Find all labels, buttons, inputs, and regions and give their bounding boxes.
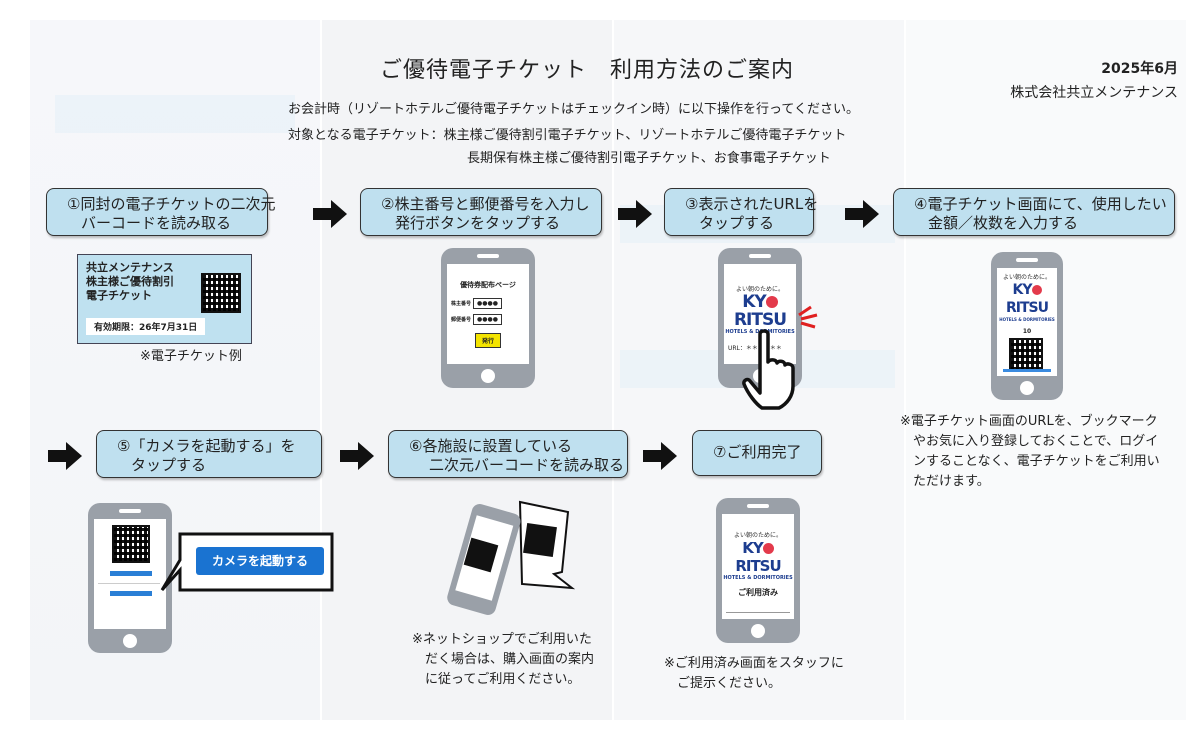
qr-code-icon — [201, 273, 241, 313]
ticket-expiry: 有効期限：26年7月31日 — [86, 318, 206, 335]
ticket-issuer: 共立メンテナンス — [86, 261, 174, 274]
url-link[interactable]: URL：＊＊＊＊＊＊ — [728, 345, 782, 352]
step-2-line-1: ②株主番号と郵便番号を入力し — [381, 195, 590, 213]
brand-sub: HOTELS & DORMITORIES — [999, 317, 1055, 322]
show-staff-note: ※ご利用済み画面をスタッフに ご提示ください。 — [664, 656, 844, 691]
brand-tagline: よい朝のために。 — [735, 286, 784, 293]
phone-camera-page — [88, 503, 172, 653]
issue-page-title: 優待券配布ページ — [460, 281, 516, 289]
step-6-line-1: ⑥各施設に設置している — [409, 437, 572, 455]
ticket-type: 株主様ご優待割引 — [86, 275, 174, 288]
step-3: ③表示されたURLを タップする — [664, 188, 819, 236]
step-4-line-1: ④電子チケット画面にて、使用したい — [914, 195, 1167, 213]
phone-ticket-page: よい朝のために。 KYRITSU HOTELS & DORMITORIES 10 — [991, 252, 1063, 400]
page-title: ご優待電子チケット 利用方法のご案内 — [380, 58, 795, 83]
brand-tagline: よい朝のために。 — [733, 532, 782, 539]
step-1-line-2: バーコードを読み取る — [81, 214, 232, 232]
step-7-line-1: ⑦ご利用完了 — [713, 443, 802, 461]
online-shop-note: ※ネットショップでご利用いた だく場合は、購入画面の案内 に従ってご利用ください… — [412, 632, 595, 687]
background-panel-1 — [30, 20, 320, 720]
step-4: ④電子チケット画面にて、使用したい 金額／枚数を入力する — [893, 188, 1175, 236]
amount-input[interactable]: 10 — [1022, 328, 1032, 335]
arrow-right-icon — [618, 200, 652, 228]
step-6: ⑥各施設に設置している 二次元バーコードを読み取る — [388, 430, 628, 478]
step-3-line-1: ③表示されたURLを — [685, 195, 819, 213]
instruction-text: お会計時（リゾートホテルご優待電子チケットはチェックイン時）に以下操作を行ってく… — [288, 102, 859, 117]
arrow-right-icon — [48, 442, 82, 470]
arrow-right-icon — [313, 200, 347, 228]
tap-burst-icon — [798, 305, 818, 329]
ticket-example: 共立メンテナンス 株主様ご優待割引 電子チケット 有効期限：26年7月31日 — [77, 254, 252, 344]
step-5-line-1: ⑤「カメラを起動する」を — [117, 437, 296, 455]
issue-button[interactable]: 発行 — [475, 333, 501, 348]
target-tickets-text: 対象となる電子チケット：株主様ご優待割引電子チケット、リゾートホテルご優待電子チ… — [288, 128, 847, 143]
arrow-right-icon — [340, 442, 374, 470]
step-6-line-2: 二次元バーコードを読み取る — [429, 456, 625, 474]
step-1-line-1: ①同封の電子チケットの二次元 — [67, 195, 276, 213]
qr-code-icon — [1009, 338, 1043, 372]
brand-logo: KYRITSU — [1006, 282, 1049, 316]
step-1: ①同封の電子チケットの二次元 バーコードを読み取る — [46, 188, 276, 236]
brand-logo: KYRITSU — [733, 292, 787, 330]
sun-icon — [765, 296, 778, 308]
scan-qr-illustration — [447, 500, 575, 615]
phone-used-page: よい朝のために。 KYRITSU HOTELS & DORMITORIES ご利… — [716, 498, 800, 643]
bookmark-note: ※電子チケット画面のURLを、ブックマーク やお気に入り登録しておくことで、ログ… — [900, 414, 1160, 489]
camera-mini-button[interactable] — [110, 591, 152, 596]
step-2-line-2: 発行ボタンをタップする — [395, 214, 561, 232]
step-5-line-2: タップする — [131, 456, 207, 474]
step-3-line-2: タップする — [699, 214, 775, 232]
shareholder-number-input[interactable]: ●●●● — [473, 298, 502, 309]
brand-tagline: よい朝のために。 — [1002, 274, 1051, 281]
used-status: ご利用済み — [738, 588, 778, 597]
postal-code-label: 郵便番号 — [451, 317, 472, 323]
shareholder-number-label: 株主番号 — [451, 301, 472, 307]
pointing-hand-icon — [742, 329, 795, 410]
launch-camera-button[interactable]: カメラを起動する — [196, 547, 324, 575]
arrow-right-icon — [845, 200, 879, 228]
phone-issue-page: 優待券配布ページ 株主番号 ●●●● 郵便番号 ●●●● 発行 — [441, 248, 535, 388]
postal-code-input[interactable]: ●●●● — [473, 314, 502, 325]
issue-date: 2025年6月 — [1101, 61, 1178, 77]
ticket-type-2: 電子チケット — [86, 289, 152, 302]
step-4-line-2: 金額／枚数を入力する — [928, 214, 1079, 232]
brand-logo: KYRITSU — [735, 539, 781, 575]
brand-sub: HOTELS & DORMITORIES — [723, 575, 793, 581]
ghost-band — [55, 95, 295, 133]
step-7: ⑦ご利用完了 — [692, 430, 822, 476]
company-name: 株式会社共立メンテナンス — [1010, 85, 1178, 101]
arrow-right-icon — [643, 442, 677, 470]
qr-code-icon — [112, 525, 150, 563]
target-tickets-text-2: 長期保有株主様ご優待割引電子チケット、お食事電子チケット — [467, 151, 831, 166]
step-5: ⑤「カメラを起動する」を タップする — [96, 430, 322, 478]
ticket-example-caption: ※電子チケット例 — [140, 349, 242, 364]
step-2: ②株主番号と郵便番号を入力し 発行ボタンをタップする — [360, 188, 602, 236]
